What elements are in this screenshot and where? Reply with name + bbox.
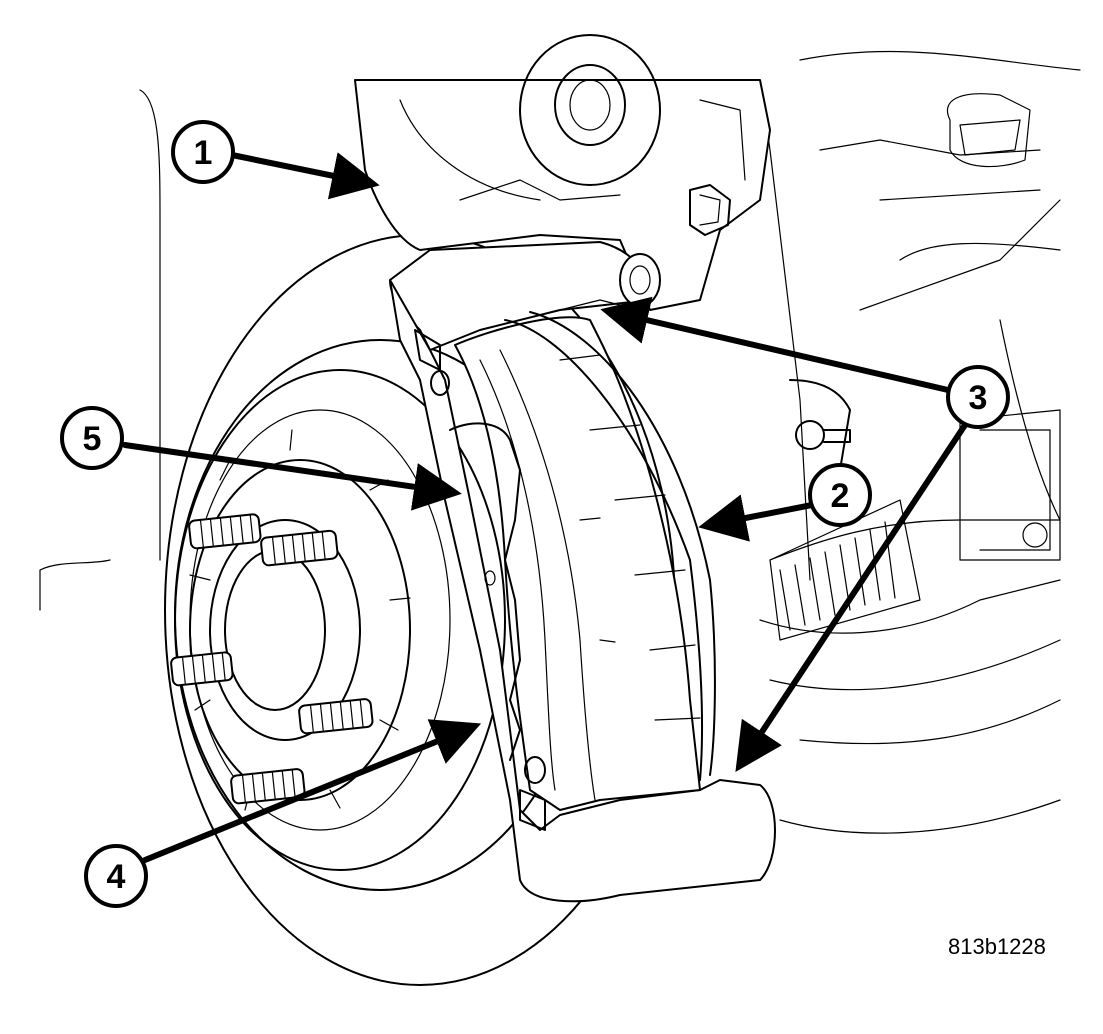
- brake-pad: [430, 316, 701, 811]
- callout-1-label: 1: [194, 134, 213, 172]
- callout-3: 3: [946, 365, 1010, 429]
- callout-1: 1: [171, 120, 235, 184]
- steering-boot: [769, 379, 921, 641]
- callout-3-label: 3: [969, 379, 988, 417]
- callout-2-label: 2: [831, 477, 850, 515]
- leader-4: [142, 719, 482, 863]
- callout-5: 5: [60, 406, 124, 470]
- callout-2: 2: [808, 463, 872, 527]
- leader-1: [229, 152, 380, 200]
- callout-4-label: 4: [107, 858, 126, 896]
- leader-3b: [735, 422, 968, 773]
- leader-2: [698, 494, 815, 542]
- wheel-studs: [170, 513, 374, 805]
- callout-leaders: [122, 152, 968, 863]
- rotor-friction-face: [504, 311, 716, 781]
- callout-5-label: 5: [83, 420, 102, 458]
- leader-3a: [600, 296, 951, 393]
- callout-4: 4: [84, 844, 148, 908]
- leader-5: [122, 442, 462, 511]
- figure-id: 813b1228: [948, 934, 1046, 959]
